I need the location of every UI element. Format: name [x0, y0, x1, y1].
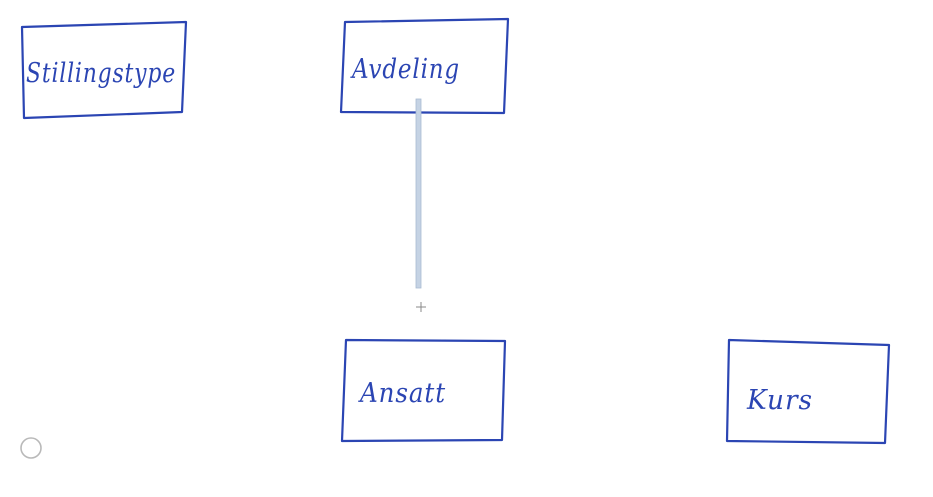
- relationship-line: [415, 98, 422, 289]
- entity-ansatt-label: Ansatt: [357, 378, 446, 409]
- drag-relationship-line[interactable]: [415, 98, 422, 289]
- entity-avdeling-label: Avdeling: [349, 54, 460, 85]
- entity-ansatt[interactable]: Ansatt: [340, 338, 507, 443]
- circle-tool-icon[interactable]: [20, 437, 42, 459]
- entity-avdeling-box: [339, 17, 510, 115]
- entity-avdeling[interactable]: Avdeling: [339, 17, 510, 115]
- entity-kurs-box: [725, 338, 891, 445]
- crosshair-cursor-icon: [416, 302, 426, 312]
- entity-stillingstype-box: [20, 20, 188, 120]
- entity-kurs-label: Kurs: [746, 385, 813, 416]
- entity-kurs[interactable]: Kurs: [725, 338, 891, 445]
- entity-stillingstype-label: Stillingstype: [26, 58, 176, 89]
- entity-ansatt-box: [340, 338, 507, 443]
- entity-stillingstype[interactable]: Stillingstype: [20, 20, 188, 120]
